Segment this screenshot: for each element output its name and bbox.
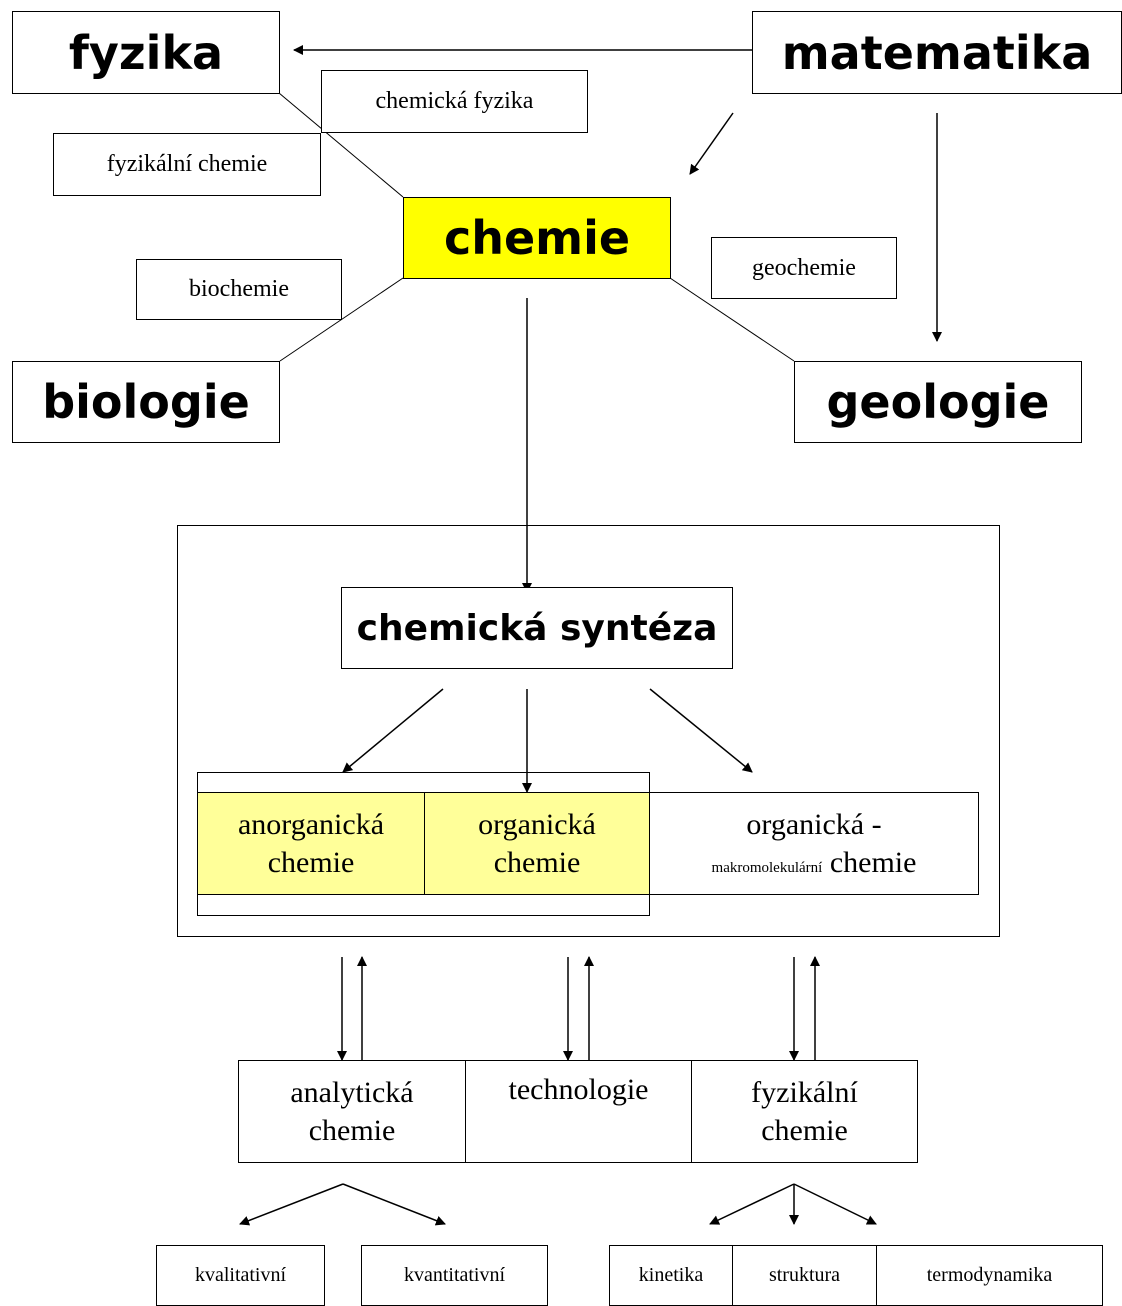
label-fyzika: fyzika bbox=[68, 25, 224, 80]
node-chemicka-fyzika: chemická fyzika bbox=[321, 70, 588, 133]
node-chemicka-synteza: chemická syntéza bbox=[341, 587, 733, 669]
arrow-analyticka-kvantitativni bbox=[342, 1183, 446, 1226]
line-chemie-geologie bbox=[669, 277, 795, 362]
label-struktura: struktura bbox=[768, 1264, 841, 1286]
label-chemie: chemie bbox=[443, 211, 631, 265]
node-struktura: struktura bbox=[732, 1245, 877, 1306]
label-geologie: geologie bbox=[826, 375, 1050, 429]
node-organicka-chemie: organická chemie bbox=[424, 792, 650, 895]
arrow-synteza-makro bbox=[649, 688, 753, 773]
label-fyzikalni-chemie-top: fyzikální chemie bbox=[106, 151, 268, 177]
label-makromolekularni: makromolekulární bbox=[711, 859, 823, 876]
label-kinetika: kinetika bbox=[638, 1264, 704, 1286]
label-chemicka-fyzika: chemická fyzika bbox=[375, 88, 534, 114]
node-fyzikalni-chemie-bottom: fyzikální chemie bbox=[691, 1060, 918, 1163]
label-termodynamika: termodynamika bbox=[926, 1264, 1053, 1286]
node-fyzikalni-chemie-top: fyzikální chemie bbox=[53, 133, 321, 196]
label-kvantitativni: kvantitativní bbox=[403, 1264, 506, 1286]
node-technologie: technologie bbox=[465, 1060, 692, 1163]
label-geochemie: geochemie bbox=[752, 254, 856, 281]
node-fyzika: fyzika bbox=[12, 11, 280, 94]
label-organicka-chemie: organická chemie bbox=[478, 808, 596, 879]
label-technologie: technologie bbox=[508, 1073, 649, 1106]
node-matematika: matematika bbox=[752, 11, 1122, 94]
node-biologie: biologie bbox=[12, 361, 280, 443]
node-organicka-makro: organická - makromolekulární chemie bbox=[649, 792, 979, 895]
node-biochemie: biochemie bbox=[136, 259, 342, 320]
node-anorganicka-chemie: anorganická chemie bbox=[197, 792, 425, 895]
arrow-fyzikalni-kinetika bbox=[709, 1183, 795, 1225]
line-fyzika-chemie bbox=[278, 92, 404, 198]
label-biochemie: biochemie bbox=[189, 276, 289, 302]
label-chemicka-synteza: chemická syntéza bbox=[356, 607, 718, 649]
label-fyzikalni-chemie-bottom: fyzikální chemie bbox=[751, 1076, 858, 1147]
arrow-analyticka-kvalitativni bbox=[239, 1183, 344, 1226]
node-termodynamika: termodynamika bbox=[876, 1245, 1103, 1306]
synteza-frame bbox=[177, 525, 1000, 937]
node-geochemie: geochemie bbox=[711, 237, 897, 299]
node-analyticka-chemie: analytická chemie bbox=[238, 1060, 466, 1163]
node-geologie: geologie bbox=[794, 361, 1082, 443]
node-kinetika: kinetika bbox=[609, 1245, 733, 1306]
arrow-matematika-chemie bbox=[689, 112, 734, 175]
label-chemie-word: chemie bbox=[829, 845, 917, 879]
arrow-fyzikalni-termodynamika bbox=[793, 1183, 877, 1225]
label-makro-line: makromolekulární chemie bbox=[712, 844, 917, 882]
arrow-synteza-anorganicka bbox=[342, 688, 444, 773]
node-chemie: chemie bbox=[403, 197, 671, 279]
node-kvantitativni: kvantitativní bbox=[361, 1245, 548, 1306]
label-analyticka-chemie: analytická chemie bbox=[290, 1076, 414, 1147]
label-biologie: biologie bbox=[42, 375, 250, 429]
label-anorganicka-chemie: anorganická chemie bbox=[237, 808, 385, 879]
label-matematika: matematika bbox=[781, 25, 1093, 80]
label-organicka-prefix: organická - bbox=[746, 808, 882, 841]
node-kvalitativni: kvalitativní bbox=[156, 1245, 325, 1306]
label-kvalitativni: kvalitativní bbox=[194, 1264, 287, 1286]
